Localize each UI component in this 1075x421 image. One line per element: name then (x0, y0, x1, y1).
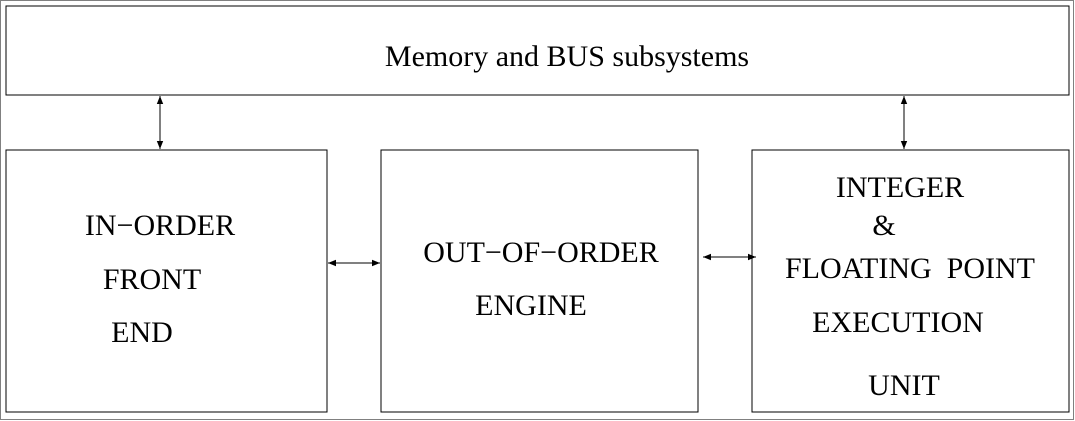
execution-line-5: UNIT (868, 369, 940, 402)
front-end-line-2: FRONT (103, 263, 201, 296)
front-end-line-1: IN−ORDER (85, 209, 235, 242)
front-end-box (5, 149, 328, 413)
execution-unit-box (751, 149, 1070, 413)
ooo-engine-box (380, 149, 699, 413)
execution-line-4: EXECUTION (812, 306, 984, 339)
memory-bus-box (5, 5, 1070, 96)
front-end-block: IN−ORDER FRONT END (5, 149, 328, 413)
execution-unit-block: INTEGER & FLOATING POINT EXECUTION UNIT (751, 149, 1070, 413)
execution-line-3: FLOATING POINT (785, 252, 1035, 285)
ooo-engine-line-1: OUT−OF−ORDER (423, 236, 659, 269)
ooo-engine-block: OUT−OF−ORDER ENGINE (380, 149, 699, 413)
execution-line-2: & (872, 209, 895, 242)
front-end-line-3: END (111, 316, 173, 349)
ooo-engine-line-2: ENGINE (475, 289, 587, 322)
execution-line-1: INTEGER (836, 171, 964, 204)
memory-bus-block: Memory and BUS subsystems (5, 5, 1070, 96)
memory-bus-label: Memory and BUS subsystems (385, 40, 749, 73)
